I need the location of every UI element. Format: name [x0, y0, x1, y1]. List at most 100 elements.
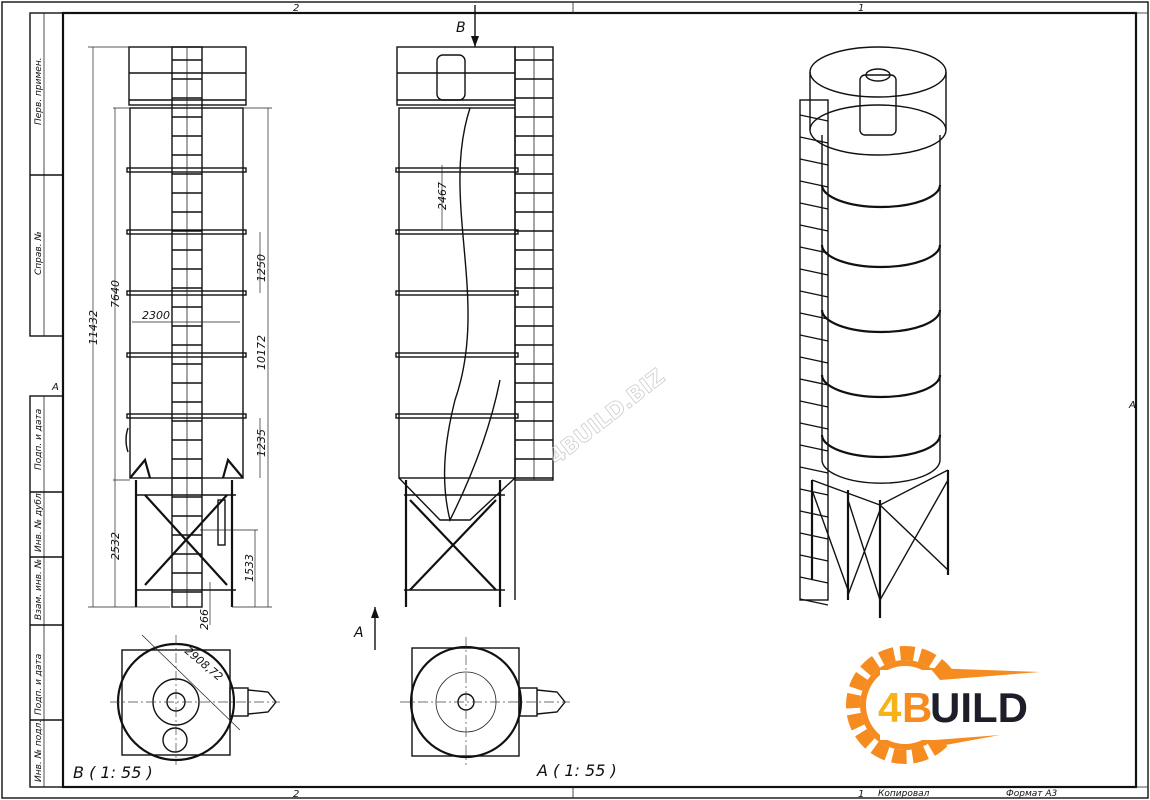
- silo-body: [821, 135, 941, 484]
- side-stamp: Перв. примен. Справ. № Подп. и дата Инв.…: [29, 12, 64, 788]
- ladder-rungs: [172, 59, 202, 593]
- dim-outlet-offset: 266: [198, 609, 211, 630]
- plan-view-a: A ( 1: 55 ): [400, 637, 617, 780]
- ring: [126, 229, 247, 235]
- rung: [799, 114, 829, 122]
- rung: [799, 422, 829, 430]
- rung: [799, 290, 829, 298]
- cone: [398, 477, 516, 521]
- rung: [799, 488, 829, 496]
- stamp-field: Перв. примен.: [34, 57, 44, 125]
- plan-view-b: 2908,72 B ( 1: 55 ): [73, 634, 280, 782]
- ring: [820, 374, 942, 399]
- ring: [820, 309, 942, 334]
- ladder-rungs: [799, 114, 829, 606]
- stiffening-rings: [126, 167, 247, 419]
- rung: [799, 598, 829, 606]
- rung: [799, 268, 829, 276]
- access-ladder: [799, 99, 829, 601]
- silo-body: [129, 107, 244, 479]
- dim-total-height: 11432: [87, 310, 100, 345]
- ring: [395, 229, 519, 235]
- zone-label-right-a: A: [1128, 400, 1136, 411]
- zone-label-top-2: 2: [293, 3, 299, 14]
- rung: [799, 312, 829, 320]
- ring: [820, 184, 942, 209]
- zone-label-bottom-2: 2: [293, 789, 299, 800]
- stiffening-rings: [820, 184, 942, 459]
- ring: [126, 290, 247, 296]
- format-label: Формат А3: [1006, 789, 1058, 799]
- plan-view-a-label: A ( 1: 55 ): [536, 761, 617, 780]
- support-frame: [404, 480, 505, 607]
- ring: [395, 413, 519, 419]
- dim-overlap: 2467: [436, 182, 449, 210]
- svg-text:B: B: [902, 684, 932, 731]
- dim-diameter: 2300: [142, 309, 170, 322]
- dim-bottom-ring: 1235: [255, 429, 268, 457]
- ring: [820, 244, 942, 269]
- ring: [395, 352, 519, 358]
- rung: [799, 554, 829, 562]
- rung: [799, 510, 829, 518]
- watermark: 4BUILD.BIZ: [545, 364, 670, 470]
- rung: [799, 158, 829, 166]
- ring: [395, 290, 519, 296]
- rung: [799, 356, 829, 364]
- ring: [395, 167, 519, 173]
- rung: [799, 576, 829, 584]
- front-view-b: B 2467: [395, 5, 554, 607]
- dim-outlet-height: 1533: [243, 554, 256, 582]
- svg-text:4: 4: [878, 684, 902, 731]
- rung: [799, 444, 829, 452]
- arrow-head-icon: [471, 36, 479, 47]
- dim-support-height: 2532: [109, 532, 122, 560]
- rung: [799, 180, 829, 188]
- stamp-field: Подп. и дата: [34, 654, 44, 715]
- arrow-head-icon: [371, 607, 379, 618]
- rung: [799, 400, 829, 408]
- copied-label: Копировал: [878, 789, 930, 799]
- support-frame: [810, 469, 950, 618]
- zone-label-top-1: 1: [858, 3, 864, 14]
- stamp-field: Инв. № дубл.: [34, 490, 44, 552]
- rung: [799, 378, 829, 386]
- zone-label-bottom-1: 1: [858, 789, 864, 800]
- stamp-field: Подп. и дата: [34, 409, 44, 470]
- rung: [799, 136, 829, 144]
- rung: [799, 202, 829, 210]
- stamp-field: Взам. инв. №: [34, 559, 44, 620]
- isometric-view: [799, 46, 950, 618]
- plan-view-b-label: B ( 1: 55 ): [73, 763, 153, 782]
- cage-rungs: [515, 59, 553, 479]
- support-brackets: [129, 457, 244, 479]
- view-label-b: B: [456, 20, 466, 36]
- stamp-field: Инв. № подл.: [34, 720, 44, 782]
- svg-text:UILD: UILD: [930, 684, 1028, 731]
- ring: [126, 413, 247, 419]
- rung: [799, 466, 829, 474]
- filling-pipe: [443, 107, 501, 523]
- rung: [799, 532, 829, 540]
- stiffening-rings: [395, 167, 519, 419]
- zone-label-left-a: A: [51, 382, 59, 393]
- support-frame: [125, 427, 236, 607]
- ring: [820, 434, 942, 459]
- brand-logo: 4 B UILD: [846, 646, 1050, 764]
- dim-tank-height: 7640: [109, 280, 122, 308]
- rung: [799, 334, 829, 342]
- silo-body: [398, 107, 516, 479]
- rung: [799, 246, 829, 254]
- stamp-field: Справ. №: [34, 231, 44, 275]
- view-arrow-a: A: [353, 607, 379, 650]
- filter-unit: [859, 74, 897, 136]
- dimensions-front-a: 11432 7640 1250 2300 10172 1235 2532 153…: [87, 46, 272, 630]
- view-label-a: A: [353, 625, 364, 641]
- ring: [126, 167, 247, 173]
- front-view-a: 11432 7640 1250 2300 10172 1235 2532 153…: [87, 46, 272, 630]
- dim-ring-pitch: 1250: [255, 254, 268, 282]
- rung: [799, 224, 829, 232]
- top-railing: [128, 46, 247, 106]
